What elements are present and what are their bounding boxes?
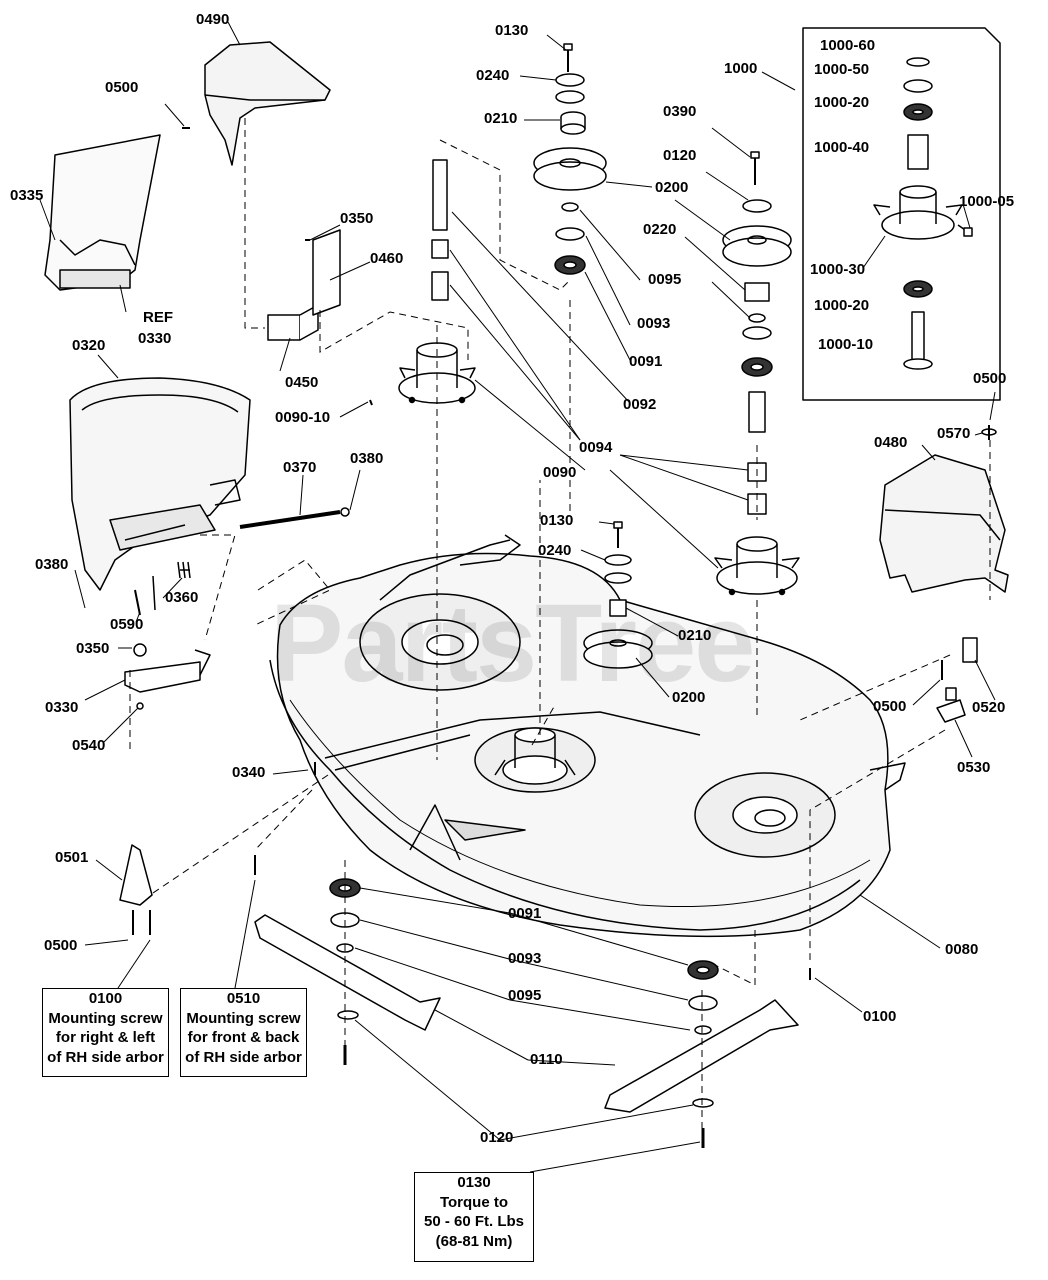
leader-lines [39, 21, 996, 1173]
deck-center-spindle [494, 727, 576, 785]
label-0540: 0540 [72, 737, 106, 754]
label-0095-lower: 0095 [508, 987, 542, 1004]
label-0490: 0490 [196, 11, 230, 28]
label-0090-10: 0090-10 [275, 409, 331, 426]
label-0095: 0095 [648, 271, 682, 288]
bracket-0450 [267, 229, 341, 341]
note-box-0130: 0130 Torque to 50 - 60 Ft. Lbs (68-81 Nm… [414, 1172, 534, 1262]
label-0120: 0120 [663, 147, 697, 164]
label-1000-05: 1000-05 [959, 193, 1015, 210]
label-0080: 0080 [945, 941, 979, 958]
label-1000-10: 1000-10 [818, 336, 874, 353]
note-0130-line-1: 0130 [457, 1174, 491, 1191]
label-0091-lower: 0091 [508, 905, 542, 922]
label-0500-lower: 0500 [44, 937, 78, 954]
label-0090: 0090 [543, 464, 577, 481]
label-0200-middle: 0200 [672, 689, 706, 706]
label-0340: 0340 [232, 764, 266, 781]
label-0350-bracket: 0350 [340, 210, 374, 227]
label-0501: 0501 [55, 849, 89, 866]
note-0100-line-1: 0100 [88, 990, 123, 1007]
label-0350: 0350 [76, 640, 110, 657]
label-1000-40: 1000-40 [814, 139, 870, 156]
label-0091: 0091 [629, 353, 663, 370]
label-0570: 0570 [937, 425, 971, 442]
label-0520: 0520 [972, 699, 1006, 716]
deflector-0490 [204, 41, 331, 166]
label-0335: 0335 [10, 187, 44, 204]
note-0100-line-3: for right & left [55, 1029, 156, 1046]
screws [182, 127, 811, 980]
note-0130-line-2: Torque to [439, 1193, 509, 1211]
note-box-0100: 0100 Mounting screw for right & left of … [42, 988, 169, 1077]
right-pulley-stack [722, 151, 792, 515]
label-0110: 0110 [530, 1051, 563, 1068]
label-0330-ref: 0330 [138, 330, 172, 347]
left-shaft-stack [431, 159, 449, 301]
label-0210: 0210 [484, 110, 518, 127]
label-0092: 0092 [623, 396, 657, 413]
spindle-assembly-right [714, 536, 800, 596]
note-0130-line-3: 50 - 60 Ft. Lbs [423, 1213, 525, 1230]
label-0370: 0370 [283, 459, 317, 476]
label-1000-50: 1000-50 [814, 61, 870, 78]
watermark: PartsTree [270, 582, 755, 705]
label-1000-20: 1000-20 [814, 94, 870, 111]
label-0094: 0094 [579, 439, 613, 456]
label-1000-20-lower: 1000-20 [814, 297, 870, 314]
label-0093: 0093 [637, 315, 671, 332]
note-0510-line-3: for front & back [187, 1029, 300, 1046]
bracket-0501 [119, 844, 153, 935]
label-0590: 0590 [110, 616, 144, 633]
discharge-chute [69, 377, 251, 591]
label-0500-right-lower: 0500 [873, 698, 907, 715]
note-0510-line-1: 0510 [226, 990, 261, 1007]
bearing-kit-box [802, 27, 1001, 401]
label-1000-30: 1000-30 [810, 261, 866, 278]
bracket-0330 [124, 643, 211, 710]
label-0093-lower: 0093 [508, 950, 542, 967]
label-0500-right: 0500 [973, 370, 1007, 387]
label-0220: 0220 [643, 221, 677, 238]
label-0390: 0390 [663, 103, 697, 120]
mulch-plate-0335 [44, 134, 161, 291]
label-0450: 0450 [285, 374, 319, 391]
label-0130-middle: 0130 [540, 512, 574, 529]
label-0460: 0460 [370, 250, 404, 267]
label-0330: 0330 [45, 699, 79, 716]
label-0240: 0240 [476, 67, 510, 84]
label-0500: 0500 [105, 79, 139, 96]
hardware-right [936, 425, 997, 723]
label-0530: 0530 [957, 759, 991, 776]
label-0100: 0100 [863, 1008, 897, 1025]
top-pulley-stack [533, 43, 607, 275]
label-0480: 0480 [874, 434, 908, 451]
rod-0370 [134, 507, 350, 616]
label-0130: 0130 [495, 22, 529, 39]
label-0200: 0200 [655, 179, 689, 196]
middle-pulley-stack [583, 521, 653, 669]
label-0120-lower: 0120 [480, 1129, 514, 1146]
label-0210-middle: 0210 [678, 627, 712, 644]
label-1000: 1000 [724, 60, 758, 77]
note-0130-line-4: (68-81 Nm) [435, 1232, 513, 1250]
label-0240-middle: 0240 [538, 542, 572, 559]
label-0360: 0360 [165, 589, 199, 606]
alignment-lines [129, 118, 991, 1128]
note-box-0510: 0510 Mounting screw for front & back of … [180, 988, 307, 1077]
label-1000-60: 1000-60 [820, 37, 876, 54]
note-0100-line-4: of RH side arbor [47, 1048, 164, 1066]
label-0380: 0380 [35, 556, 69, 573]
note-0510-line-2: Mounting screw [186, 1009, 301, 1027]
label-0320: 0320 [72, 337, 106, 354]
note-0510-line-4: of RH side arbor [185, 1048, 302, 1066]
label-0380-rod: 0380 [350, 450, 384, 467]
label-ref: REF [143, 309, 173, 326]
deflector-0480 [879, 454, 1009, 593]
note-0100-line-2: Mounting screw [48, 1009, 163, 1027]
